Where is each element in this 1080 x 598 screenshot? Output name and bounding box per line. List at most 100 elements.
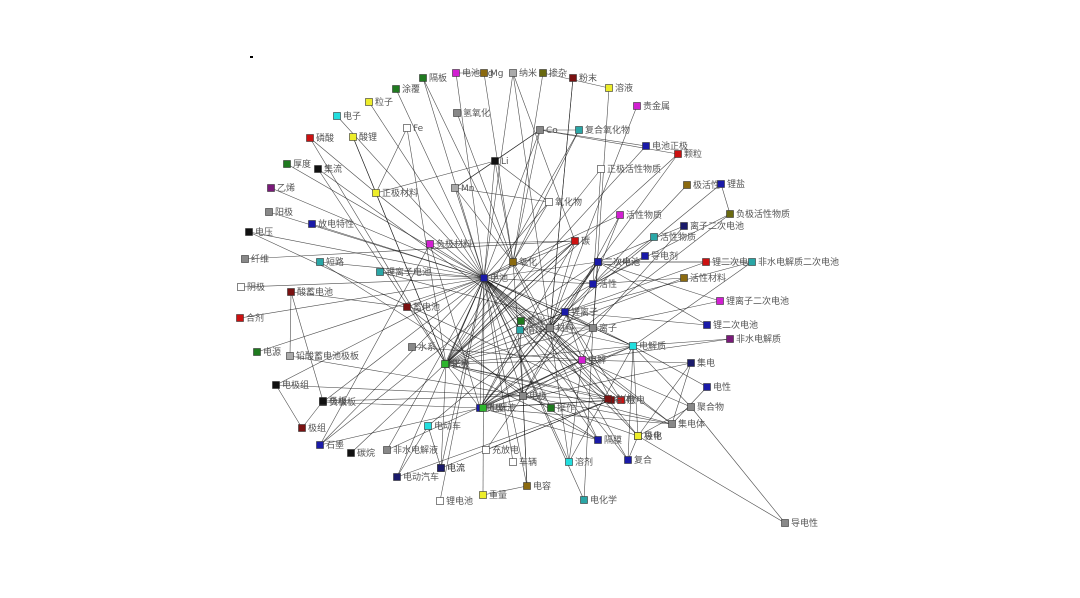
node-marker[interactable] bbox=[634, 432, 642, 440]
node-marker[interactable] bbox=[308, 220, 316, 228]
node-marker[interactable] bbox=[687, 359, 695, 367]
node-marker[interactable] bbox=[509, 258, 517, 266]
node-marker[interactable] bbox=[436, 497, 444, 505]
graph-node[interactable]: 溶液 bbox=[605, 82, 634, 94]
graph-node[interactable]: 化学 bbox=[441, 358, 470, 370]
graph-node[interactable]: 负极材料 bbox=[426, 238, 473, 250]
graph-node[interactable]: 锂离子电池 bbox=[376, 266, 432, 278]
graph-node[interactable]: 聚合物 bbox=[687, 401, 725, 413]
node-marker[interactable] bbox=[565, 458, 573, 466]
node-marker[interactable] bbox=[561, 308, 569, 316]
graph-node[interactable]: 活性物质 bbox=[616, 209, 663, 221]
node-marker[interactable] bbox=[547, 404, 555, 412]
node-marker[interactable] bbox=[683, 181, 691, 189]
graph-node[interactable]: Fe bbox=[403, 124, 424, 134]
node-marker[interactable] bbox=[726, 335, 734, 343]
node-marker[interactable] bbox=[267, 184, 275, 192]
node-marker[interactable] bbox=[594, 258, 602, 266]
graph-node[interactable]: 粉末 bbox=[569, 72, 598, 84]
node-marker[interactable] bbox=[748, 258, 756, 266]
graph-node[interactable]: 乙烯 bbox=[267, 182, 296, 194]
graph-node[interactable]: 隔膜 bbox=[594, 435, 623, 446]
graph-node[interactable]: 集电 bbox=[687, 357, 716, 369]
graph-node[interactable]: 集电体 bbox=[668, 418, 706, 430]
graph-node[interactable]: 电池正极 bbox=[642, 140, 689, 152]
node-marker[interactable] bbox=[376, 268, 384, 276]
node-marker[interactable] bbox=[545, 198, 553, 206]
graph-node[interactable]: 极组 bbox=[298, 422, 327, 434]
node-marker[interactable] bbox=[546, 324, 554, 332]
graph-node[interactable]: 正极活性物质 bbox=[597, 163, 662, 175]
graph-node[interactable]: 二次电池 bbox=[594, 256, 641, 268]
node-marker[interactable] bbox=[408, 343, 416, 351]
node-marker[interactable] bbox=[306, 134, 314, 142]
graph-node[interactable]: 活性材料 bbox=[680, 272, 727, 284]
graph-node[interactable]: 石墨 bbox=[316, 440, 345, 451]
graph-node[interactable]: 电动汽车 bbox=[393, 471, 440, 483]
node-marker[interactable] bbox=[372, 189, 380, 197]
graph-node[interactable]: 氢氧化 bbox=[453, 107, 491, 119]
node-marker[interactable] bbox=[726, 210, 734, 218]
graph-node[interactable]: 短路 bbox=[316, 256, 345, 268]
node-marker[interactable] bbox=[594, 436, 602, 444]
node-marker[interactable] bbox=[571, 237, 579, 245]
node-marker[interactable] bbox=[680, 274, 688, 282]
node-marker[interactable] bbox=[403, 124, 411, 132]
graph-node[interactable]: 电压 bbox=[245, 226, 274, 238]
graph-node[interactable]: 锂电池 bbox=[436, 495, 474, 507]
node-marker[interactable] bbox=[575, 126, 583, 134]
node-marker[interactable] bbox=[597, 165, 605, 173]
node-marker[interactable] bbox=[589, 324, 597, 332]
node-marker[interactable] bbox=[426, 240, 434, 248]
node-marker[interactable] bbox=[245, 228, 253, 236]
graph-node[interactable]: 酸锂 bbox=[349, 131, 378, 143]
graph-node[interactable]: 离子 bbox=[589, 322, 618, 334]
graph-node[interactable]: 循环 bbox=[516, 324, 545, 336]
node-marker[interactable] bbox=[441, 360, 449, 368]
graph-node[interactable]: 阴极 bbox=[237, 281, 266, 293]
node-marker[interactable] bbox=[641, 252, 649, 260]
graph-node[interactable]: 电源 bbox=[253, 346, 282, 358]
graph-node[interactable]: 电解 bbox=[578, 354, 607, 366]
node-marker[interactable] bbox=[265, 208, 273, 216]
graph-node[interactable]: 贵金属 bbox=[633, 100, 671, 112]
node-marker[interactable] bbox=[491, 157, 499, 165]
graph-node[interactable]: Li bbox=[491, 157, 509, 167]
graph-node[interactable]: Mn bbox=[451, 184, 475, 194]
node-marker[interactable] bbox=[316, 441, 324, 449]
node-marker[interactable] bbox=[617, 396, 625, 404]
node-marker[interactable] bbox=[479, 404, 487, 412]
node-marker[interactable] bbox=[580, 496, 588, 504]
node-marker[interactable] bbox=[286, 352, 294, 360]
node-marker[interactable] bbox=[687, 403, 695, 411]
graph-node[interactable]: 充放电 bbox=[482, 444, 520, 456]
node-marker[interactable] bbox=[437, 464, 445, 472]
graph-node[interactable]: 电性 bbox=[703, 381, 732, 393]
node-marker[interactable] bbox=[482, 446, 490, 454]
graph-node[interactable]: 颗粒 bbox=[674, 148, 703, 160]
node-marker[interactable] bbox=[629, 342, 637, 350]
node-marker[interactable] bbox=[650, 233, 658, 241]
node-marker[interactable] bbox=[702, 258, 710, 266]
graph-node[interactable]: 磷酸 bbox=[306, 132, 335, 144]
node-marker[interactable] bbox=[480, 69, 488, 77]
graph-node[interactable]: 离子二次电池 bbox=[680, 220, 745, 232]
graph-node[interactable]: 电化学 bbox=[580, 494, 618, 506]
graph-node[interactable]: 活性 bbox=[589, 278, 618, 290]
graph-node[interactable]: 电极组 bbox=[272, 379, 310, 391]
node-marker[interactable] bbox=[393, 473, 401, 481]
graph-node[interactable]: 铅酸蓄电池极板 bbox=[286, 350, 360, 362]
node-marker[interactable] bbox=[716, 297, 724, 305]
graph-node[interactable]: Mg bbox=[480, 69, 504, 79]
node-marker[interactable] bbox=[519, 392, 527, 400]
node-marker[interactable] bbox=[616, 211, 624, 219]
graph-node[interactable]: 锂离子二次电池 bbox=[716, 295, 790, 307]
node-marker[interactable] bbox=[316, 258, 324, 266]
graph-node[interactable]: 重量 bbox=[479, 489, 508, 501]
graph-node[interactable]: 活性物质 bbox=[650, 231, 697, 243]
node-marker[interactable] bbox=[624, 456, 632, 464]
node-marker[interactable] bbox=[424, 422, 432, 430]
graph-node[interactable]: 碳 bbox=[571, 235, 591, 247]
graph-node[interactable]: 锂二次电 bbox=[702, 256, 749, 268]
node-marker[interactable] bbox=[781, 519, 789, 527]
